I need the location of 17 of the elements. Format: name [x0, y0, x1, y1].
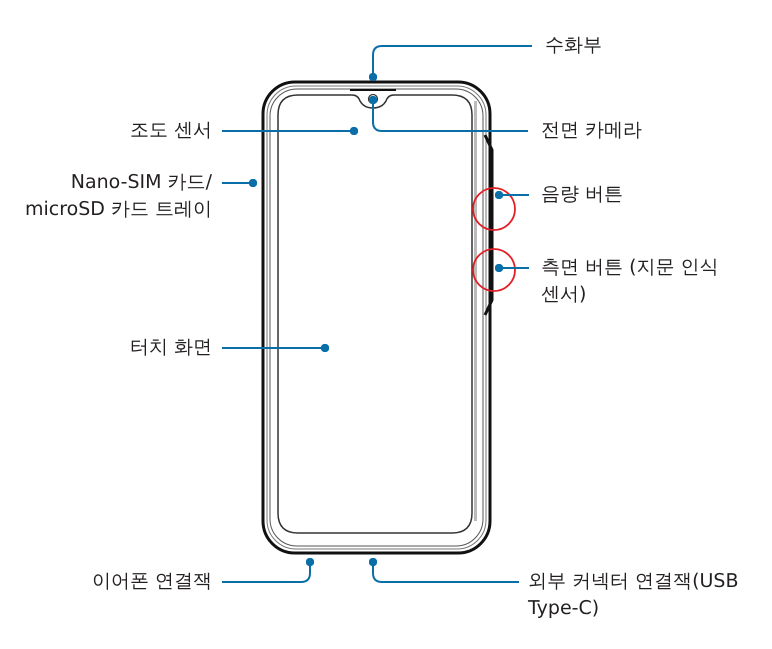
leader-line — [494, 190, 529, 200]
part-label: 이어폰 연결잭 — [12, 568, 212, 595]
part-label: 터치 화면 — [12, 334, 212, 361]
leader-line — [222, 344, 330, 352]
part-label: 측면 버튼 (지문 인식 센서) — [541, 254, 741, 308]
leader-line — [222, 558, 314, 583]
part-label: 수화부 — [545, 32, 745, 59]
part-label: Nano-SIM 카드/ microSD 카드 트레이 — [7, 169, 212, 223]
leader-line — [368, 45, 532, 82]
part-label: 조도 센서 — [12, 117, 212, 144]
leader-line — [222, 126, 358, 136]
part-label: 외부 커넥터 연결잭(USB Type-C) — [528, 568, 758, 622]
part-label: 음량 버튼 — [541, 181, 741, 208]
part-label: 전면 카메라 — [541, 117, 741, 144]
leader-line — [368, 96, 528, 132]
leader-line — [222, 178, 258, 188]
leader-line — [368, 558, 519, 583]
